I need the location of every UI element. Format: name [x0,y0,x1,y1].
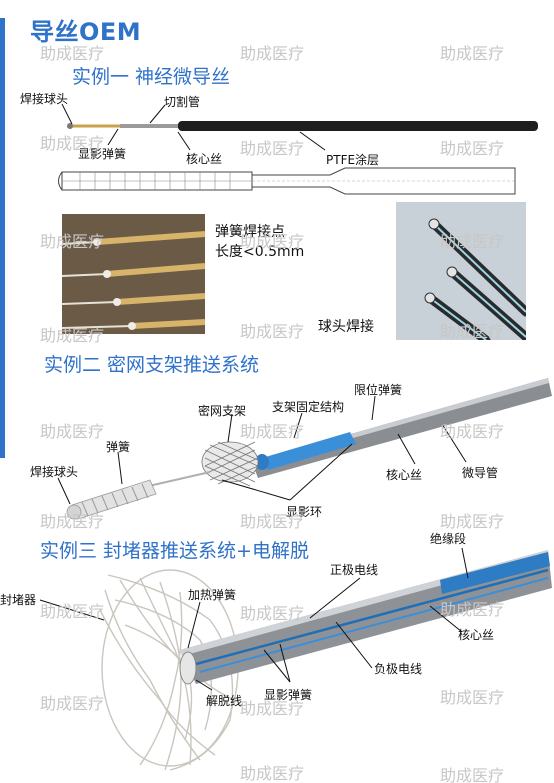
label-stent-fixing-structure: 支架固定结构 [272,400,345,414]
positive-wire [195,568,549,666]
page-title: 导丝OEM [30,18,142,46]
label-weld-ball-head: 焊接球头 [30,465,79,479]
label-spring-weld-point: 弹簧焊接点 [215,224,285,240]
label-spring: 弹簧 [106,440,131,454]
label-heating-spring: 加热弹簧 [188,588,237,602]
label-positive-wire: 正极电线 [330,563,379,577]
label-radiopaque-spring: 显影弹簧 [264,688,313,702]
example2-heading: 实例二 密网支架推送系统 [44,354,260,376]
left-accent-bar [0,18,5,458]
spring-coil [66,479,157,520]
label-limit-spring: 限位弹簧 [354,383,403,397]
label-core-wire: 核心丝 [458,628,495,642]
label-core-wire: 核心丝 [186,152,223,166]
example1-heading: 实例一 神经微导丝 [72,66,231,88]
example3-heading: 实例三 封堵器推送系统+电解脱 [40,540,309,562]
label-occluder: 封堵器 [0,593,37,607]
label-cutting-tube: 切割管 [164,95,201,109]
label-ball-head-welding: 球头焊接 [318,319,374,335]
label-detach-wire: 解脱线 [206,694,243,708]
ball-head-weld-photo [396,202,526,340]
weld-ball [67,123,73,129]
label-ptfe-coating: PTFE涂层 [326,153,380,167]
label-radiopaque-ring: 显影环 [286,505,323,519]
label-weld-ball-head: 焊接球头 [20,92,69,106]
stent-fixing-structure [262,432,356,470]
label-weld-length: 长度<0.5mm [215,244,305,260]
insulation-segment [440,552,550,594]
label-radiopaque-spring: 显影弹簧 [78,147,127,161]
label-insulation-segment: 绝缘段 [430,532,467,546]
spring-weld-photo [62,214,205,334]
heating-spring [179,651,197,685]
ptfe-coated-shaft [178,121,538,131]
negative-wire [199,577,549,673]
mesh-stent [201,441,259,487]
label-negative-wire: 负极电线 [374,662,423,676]
label-microcatheter: 微导管 [462,466,499,480]
label-core-wire: 核心丝 [386,468,423,482]
label-dense-mesh-stent: 密网支架 [198,404,247,418]
